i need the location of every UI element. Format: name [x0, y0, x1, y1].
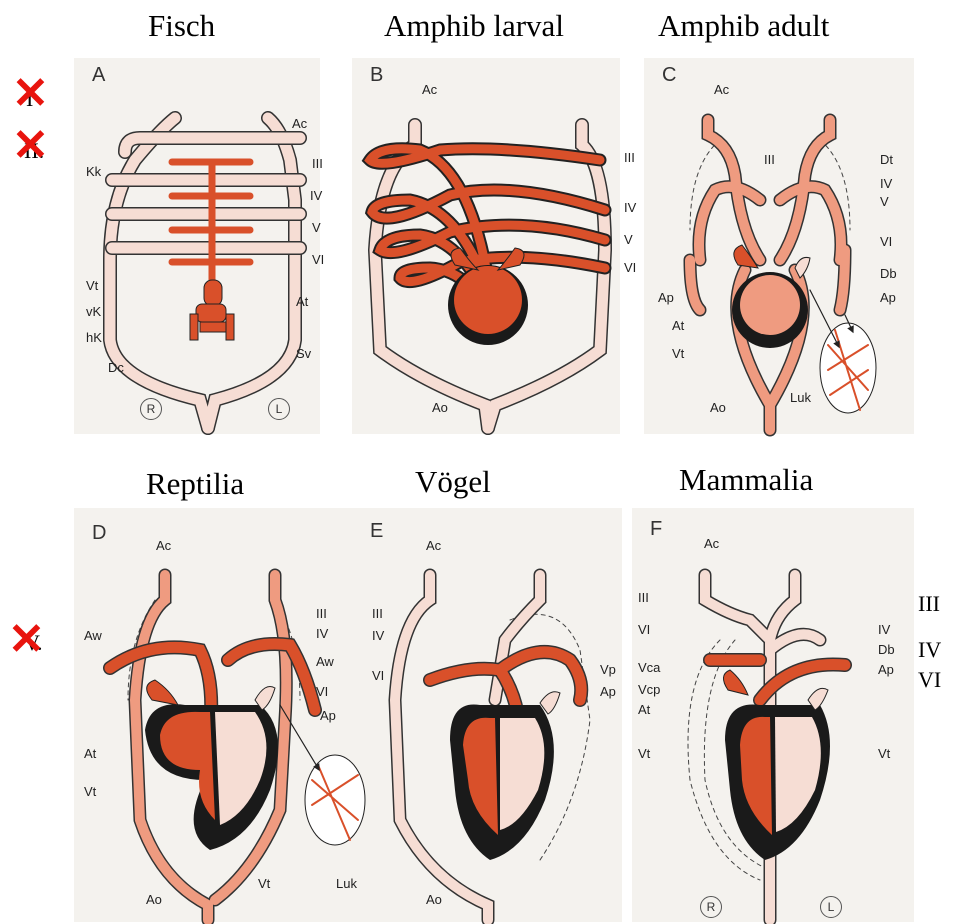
- label-vt-right: Vt: [878, 746, 890, 761]
- diagram-amph-larval: [370, 125, 605, 428]
- label-vcp: Vcp: [638, 682, 660, 697]
- label-arch-6: VI: [624, 260, 636, 275]
- label-arch-4: IV: [878, 622, 890, 637]
- label-ac: Ac: [422, 82, 437, 97]
- label-db: Db: [878, 642, 895, 657]
- label-dt: Dt: [880, 152, 893, 167]
- label-arch-4: IV: [310, 188, 322, 203]
- label-ap: Ap: [320, 708, 336, 723]
- label-arch-5: V: [624, 232, 633, 247]
- label-vt: Vt: [86, 278, 98, 293]
- panel-letter-e: E: [370, 520, 383, 543]
- label-at: At: [84, 746, 96, 761]
- label-ac: Ac: [156, 538, 171, 553]
- label-arch-3: III: [624, 150, 635, 165]
- label-arch-3: III: [316, 606, 327, 621]
- label-ac: Ac: [704, 536, 719, 551]
- panel-letter-b: B: [370, 64, 383, 87]
- label-arch-3: III: [312, 156, 323, 171]
- label-at: At: [296, 294, 308, 309]
- label-hk: hK: [86, 330, 102, 345]
- label-luk: Luk: [790, 390, 811, 405]
- label-arch-5: V: [312, 220, 321, 235]
- label-arch-6: VI: [312, 252, 324, 267]
- label-ao: Ao: [710, 400, 726, 415]
- label-vt-left: Vt: [638, 746, 650, 761]
- label-ap: Ap: [600, 684, 616, 699]
- diagram-voegel: [395, 575, 590, 920]
- label-arch-3: III: [372, 606, 383, 621]
- label-vk: vK: [86, 304, 101, 319]
- side-left-marker: L: [820, 896, 842, 918]
- label-ac: Ac: [292, 116, 307, 131]
- label-vt-left: Vt: [84, 784, 96, 799]
- label-vca: Vca: [638, 660, 660, 675]
- label-arch-3: III: [638, 590, 649, 605]
- side-right-marker: R: [140, 398, 162, 420]
- label-sv: Sv: [296, 346, 311, 361]
- label-arch-6: VI: [880, 234, 892, 249]
- label-arch-6: VI: [316, 684, 328, 699]
- label-ap: Ap: [878, 662, 894, 677]
- label-ao: Ao: [426, 892, 442, 907]
- panel-letter-c: C: [662, 64, 676, 87]
- label-ao: Ao: [146, 892, 162, 907]
- label-arch-3: III: [764, 152, 775, 167]
- diagram-amph-adult: [690, 120, 876, 430]
- side-right-marker: R: [700, 896, 722, 918]
- label-ao: Ao: [432, 400, 448, 415]
- label-arch-5: V: [880, 194, 889, 209]
- label-ap-right: Ap: [880, 290, 896, 305]
- label-kk: Kk: [86, 164, 101, 179]
- label-arch-6: VI: [372, 668, 384, 683]
- label-ac: Ac: [714, 82, 729, 97]
- label-arch-4: IV: [624, 200, 636, 215]
- diagram-mammalia: [688, 575, 845, 920]
- label-at: At: [638, 702, 650, 717]
- label-db: Db: [880, 266, 897, 281]
- label-aw-left: Aw: [84, 628, 102, 643]
- label-at: At: [672, 318, 684, 333]
- label-luk: Luk: [336, 876, 357, 891]
- label-vt: Vt: [672, 346, 684, 361]
- panel-letter-a: A: [92, 64, 105, 87]
- panel-letter-d: D: [92, 522, 106, 545]
- label-arch-4: IV: [880, 176, 892, 191]
- diagram-fish: [110, 118, 300, 428]
- label-arch-4: IV: [372, 628, 384, 643]
- label-dc: Dc: [108, 360, 124, 375]
- label-arch-4: IV: [316, 626, 328, 641]
- side-left-marker: L: [268, 398, 290, 420]
- label-ac: Ac: [426, 538, 441, 553]
- label-aw-right: Aw: [316, 654, 334, 669]
- panel-letter-f: F: [650, 518, 662, 541]
- label-vt-right: Vt: [258, 876, 270, 891]
- label-ap-left: Ap: [658, 290, 674, 305]
- label-arch-6: VI: [638, 622, 650, 637]
- label-vp: Vp: [600, 662, 616, 677]
